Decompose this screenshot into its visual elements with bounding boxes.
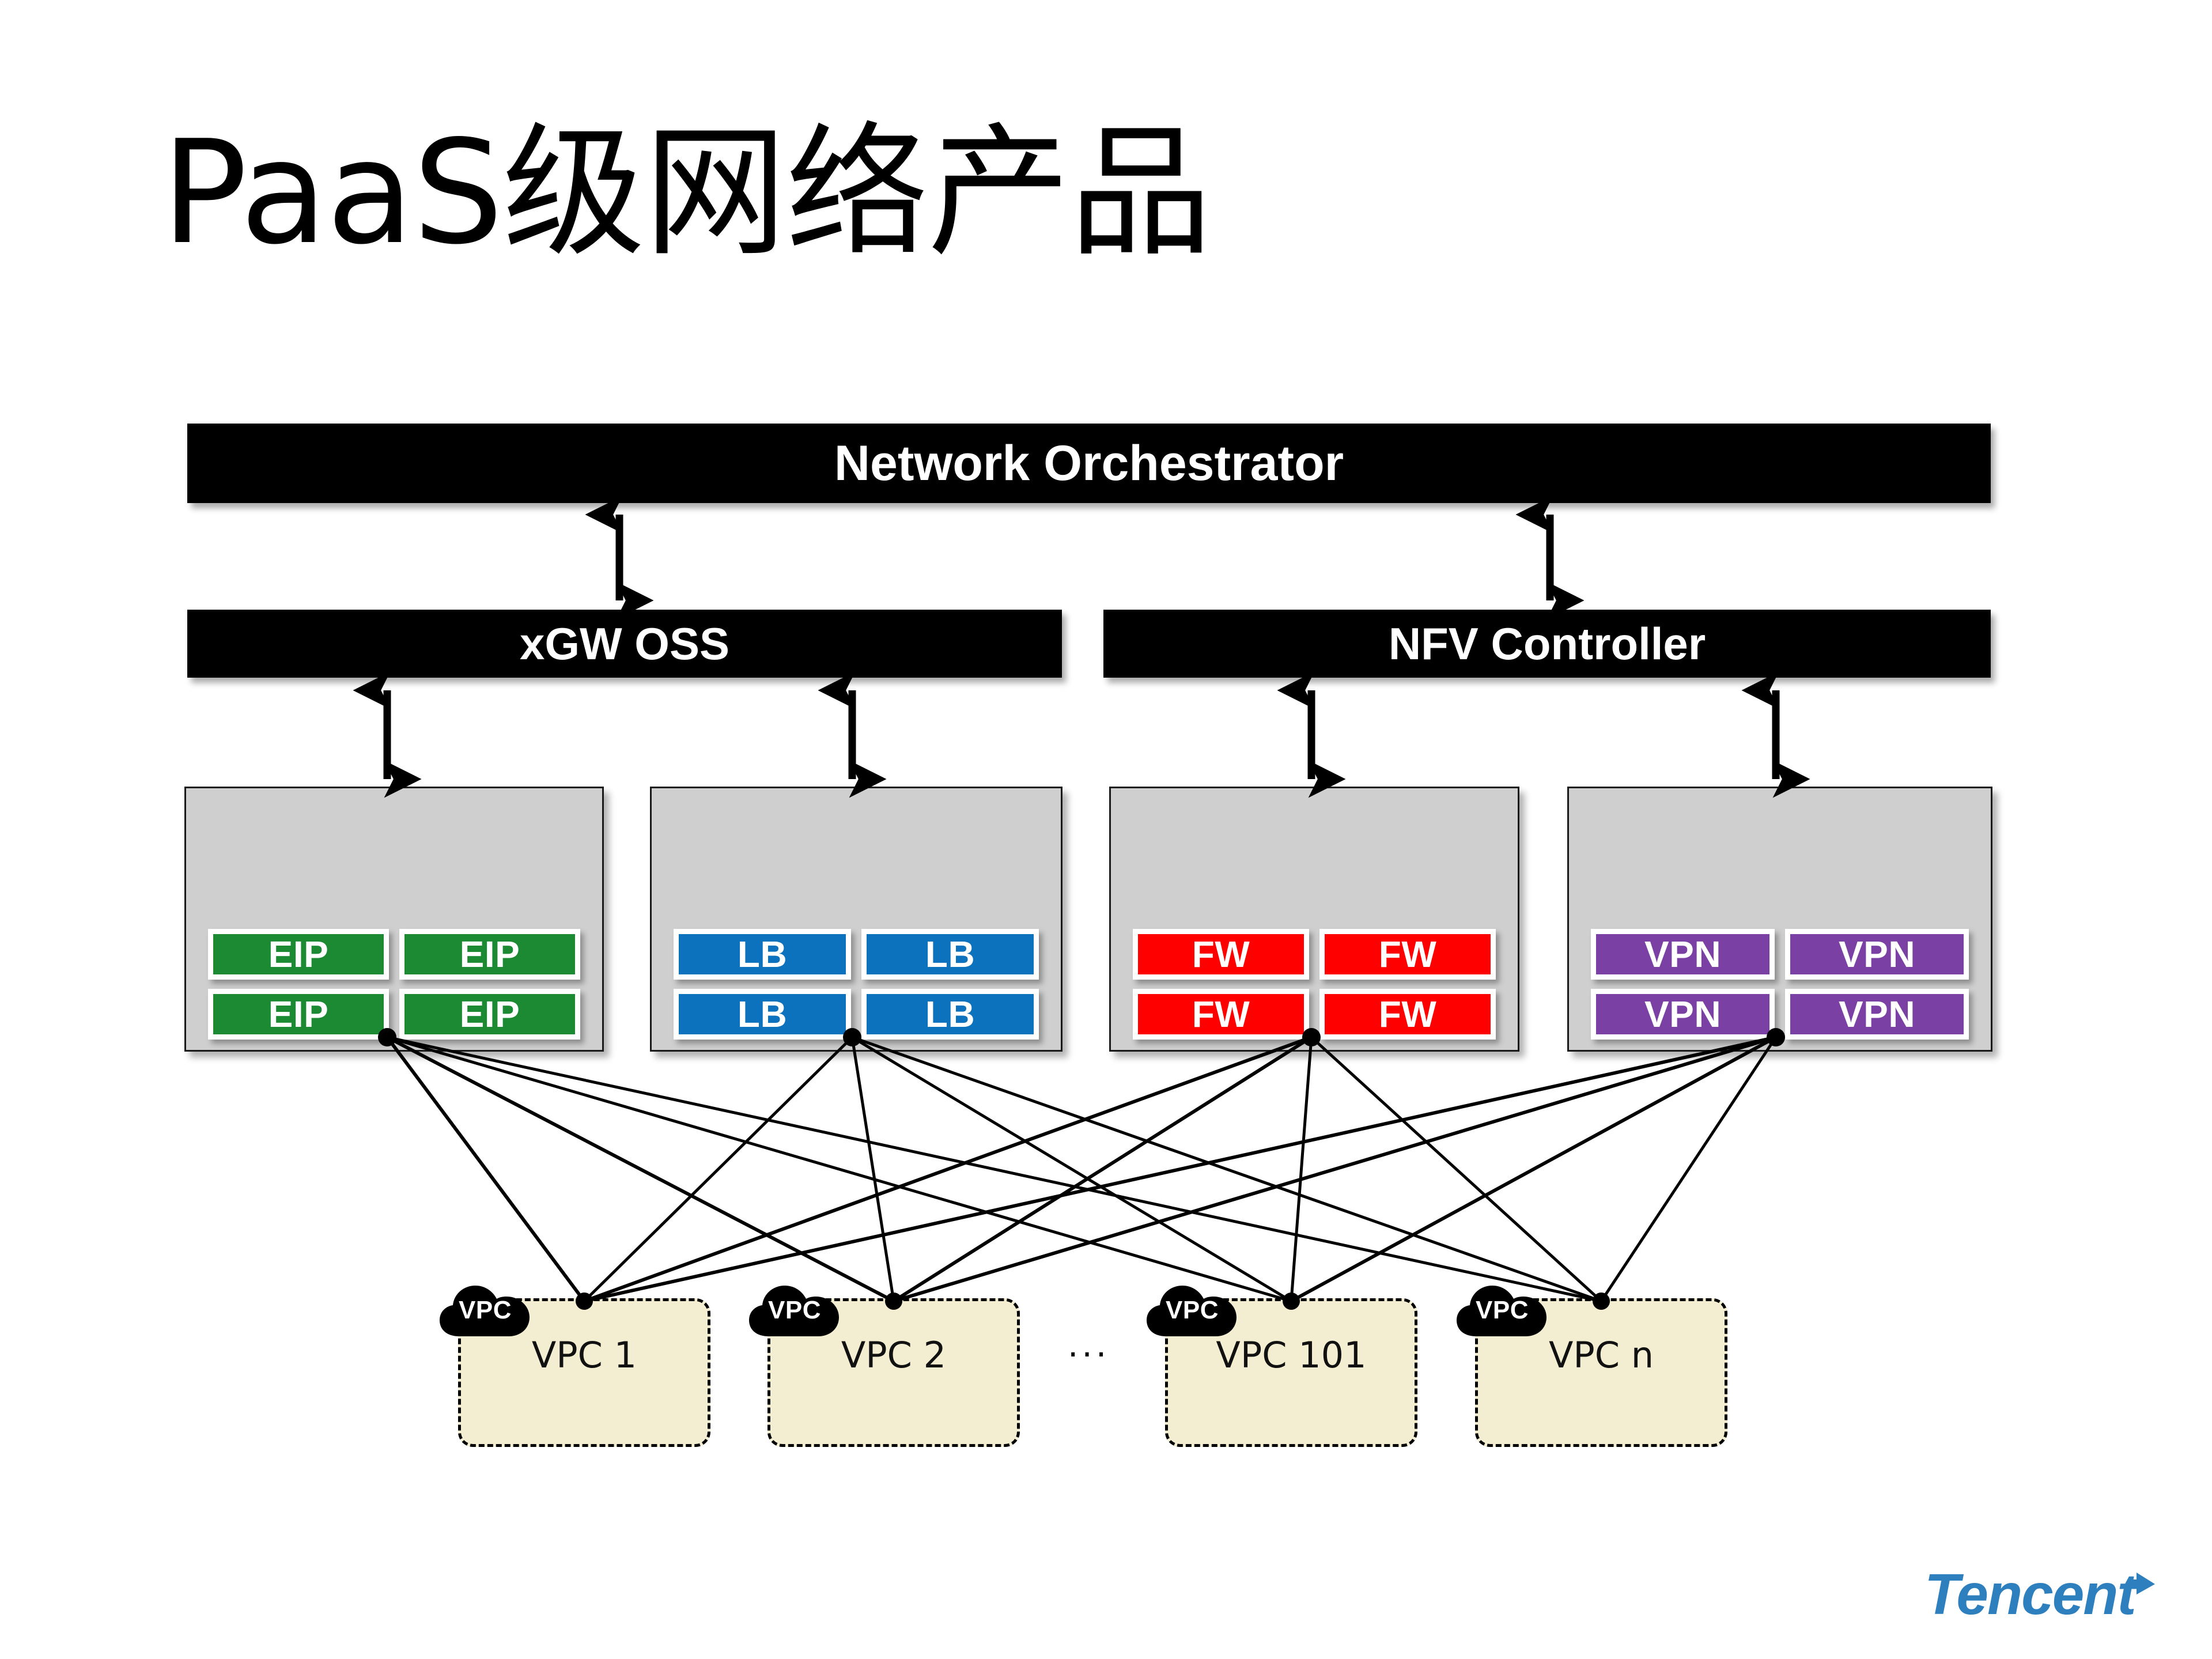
service-chip-fw[interactable]: FW bbox=[1319, 929, 1496, 980]
service-group-lb[interactable]: LB LB LB LB bbox=[650, 787, 1062, 1052]
vpc-label: VPC 101 bbox=[1216, 1334, 1367, 1376]
service-chip-eip[interactable]: EIP bbox=[208, 929, 389, 980]
service-chip-lb[interactable]: LB bbox=[861, 929, 1039, 980]
page-title: PaaS级网络产品 bbox=[161, 110, 1212, 276]
vpc-node[interactable]: VPC 101 VPC bbox=[1147, 1286, 1417, 1447]
chip-grid: LB LB LB LB bbox=[652, 929, 1061, 1040]
service-chip-eip[interactable]: EIP bbox=[399, 929, 580, 980]
service-group-vpn[interactable]: VPN VPN VPN VPN bbox=[1567, 787, 1992, 1052]
tencent-logo: Tencent bbox=[1924, 1562, 2166, 1631]
network-orchestrator-bar[interactable]: Network Orchestrator bbox=[187, 424, 1991, 503]
service-chip-fw[interactable]: FW bbox=[1133, 989, 1309, 1040]
vpc-node[interactable]: VPC 2 VPC bbox=[749, 1286, 1020, 1447]
service-chip-vpn[interactable]: VPN bbox=[1785, 929, 1969, 980]
vpc-node[interactable]: VPC 1 VPC bbox=[440, 1286, 710, 1447]
vpc-ellipsis: ... bbox=[1068, 1325, 1110, 1365]
vpc-label: VPC 2 bbox=[841, 1334, 947, 1376]
network-orchestrator-label: Network Orchestrator bbox=[834, 435, 1344, 491]
cloud-icon: VPC bbox=[1454, 1281, 1550, 1341]
nfv-controller-label: NFV Controller bbox=[1388, 618, 1706, 669]
vpc-label: VPC n bbox=[1548, 1334, 1654, 1376]
service-chip-vpn[interactable]: VPN bbox=[1591, 929, 1775, 980]
service-chip-eip[interactable]: EIP bbox=[208, 989, 389, 1040]
vpc-node[interactable]: VPC n VPC bbox=[1457, 1286, 1727, 1447]
xgw-oss-label: xGW OSS bbox=[519, 618, 730, 669]
cloud-icon: VPC bbox=[1144, 1281, 1240, 1341]
chip-grid: FW FW FW FW bbox=[1111, 929, 1518, 1040]
cloud-icon: VPC bbox=[437, 1281, 533, 1341]
service-chip-lb[interactable]: LB bbox=[861, 989, 1039, 1040]
service-chip-fw[interactable]: FW bbox=[1133, 929, 1309, 980]
service-chip-fw[interactable]: FW bbox=[1319, 989, 1496, 1040]
service-chip-eip[interactable]: EIP bbox=[399, 989, 580, 1040]
svg-text:Tencent: Tencent bbox=[1924, 1564, 2138, 1627]
cloud-icon: VPC bbox=[747, 1281, 842, 1341]
nfv-controller-bar[interactable]: NFV Controller bbox=[1103, 610, 1991, 678]
chip-grid: EIP EIP EIP EIP bbox=[186, 929, 602, 1040]
service-group-eip[interactable]: EIP EIP EIP EIP bbox=[184, 787, 604, 1052]
xgw-oss-bar[interactable]: xGW OSS bbox=[187, 610, 1062, 678]
service-chip-lb[interactable]: LB bbox=[674, 929, 851, 980]
service-group-fw[interactable]: FW FW FW FW bbox=[1109, 787, 1519, 1052]
service-chip-lb[interactable]: LB bbox=[674, 989, 851, 1040]
vpc-label: VPC 1 bbox=[531, 1334, 637, 1376]
chip-grid: VPN VPN VPN VPN bbox=[1569, 929, 1991, 1040]
service-chip-vpn[interactable]: VPN bbox=[1785, 989, 1969, 1040]
service-chip-vpn[interactable]: VPN bbox=[1591, 989, 1775, 1040]
